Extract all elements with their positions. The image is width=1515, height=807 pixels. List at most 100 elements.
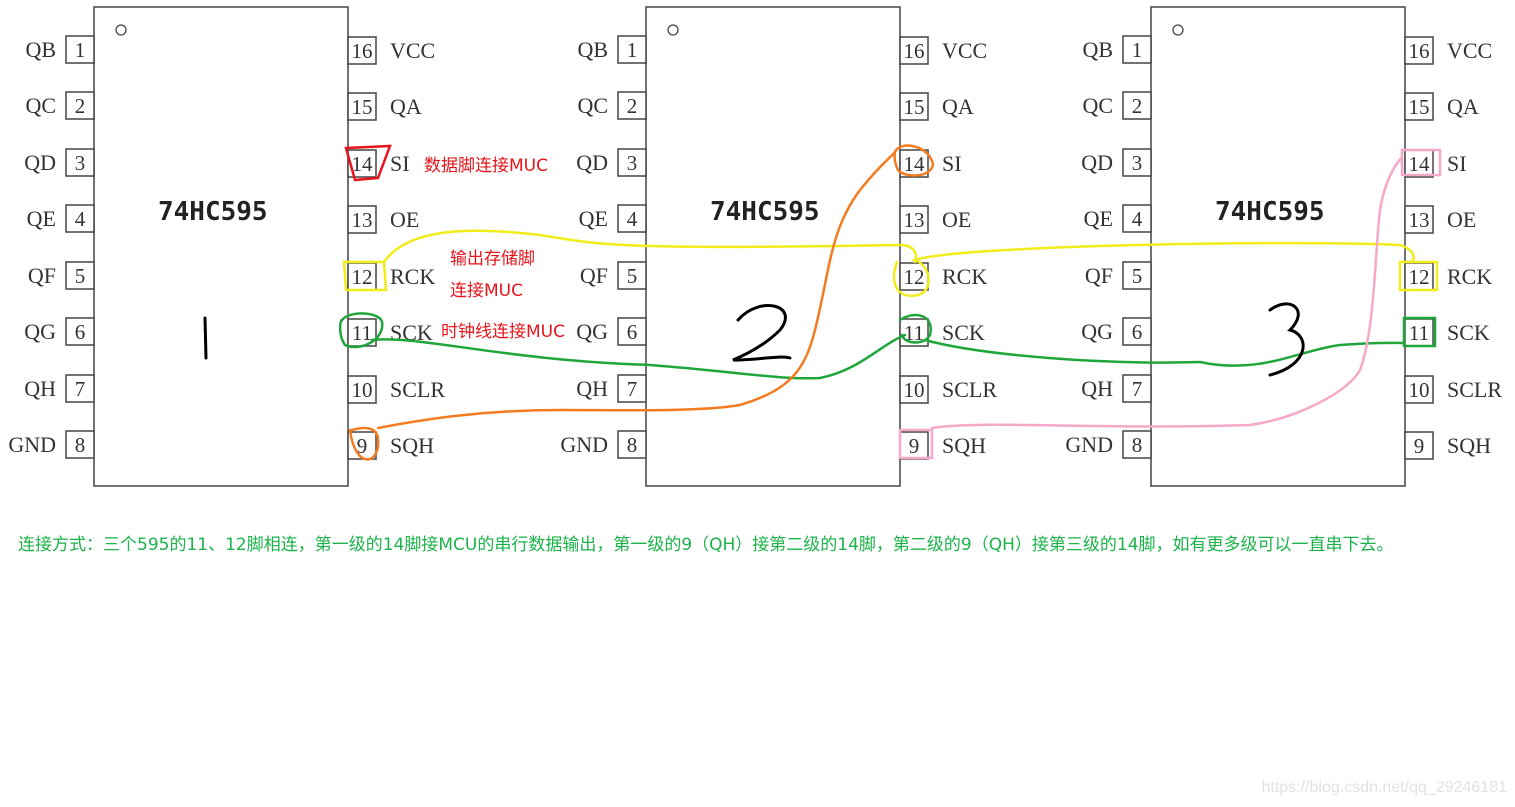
pin-box (65, 91, 95, 120)
pin-box (65, 35, 95, 64)
pin-box (1404, 205, 1434, 234)
pin-box (347, 318, 377, 347)
chip-name: 74HC595 (158, 197, 268, 227)
pin-number: 9 (1414, 434, 1425, 458)
wire-rck-box-1 (342, 260, 388, 292)
pin-box (1404, 375, 1434, 404)
pin-number: 16 (904, 39, 925, 63)
pin-label: QF (28, 263, 56, 288)
pin-label: QB (25, 37, 56, 62)
pin-number: 3 (627, 151, 638, 175)
wires (338, 144, 1442, 461)
pin-number: 12 (1409, 265, 1430, 289)
pin-box (1122, 204, 1152, 233)
pin-box (617, 35, 647, 64)
pin-label: QH (1081, 376, 1113, 401)
handwritten-2 (732, 304, 792, 362)
annotation-si: 数据脚连接MUC (424, 156, 548, 176)
pin-number: 7 (75, 377, 86, 401)
wire-data-in (344, 144, 392, 182)
pin1-marker (667, 24, 679, 36)
pin-box (65, 261, 95, 290)
pin-number: 2 (627, 94, 638, 118)
pin-box (1404, 262, 1434, 291)
pin-number: 16 (1409, 39, 1430, 63)
pin-number: 7 (1132, 377, 1143, 401)
pin-number: 5 (75, 264, 86, 288)
pin-box (65, 374, 95, 403)
annotation-rck-line1: 输出存储脚 (450, 249, 535, 269)
pin-label: QD (1081, 150, 1113, 175)
pin-box (899, 92, 929, 121)
pin-label: QH (576, 376, 608, 401)
pin-box (899, 375, 929, 404)
pin-label: QC (1082, 93, 1113, 118)
pin-box (1122, 261, 1152, 290)
pin-label: QG (1081, 319, 1113, 344)
pin-number: 9 (357, 434, 368, 458)
pin-number: 13 (352, 208, 373, 232)
pin-label: VCC (1447, 38, 1492, 63)
pin-box (1404, 92, 1434, 121)
pin1-marker (1172, 24, 1184, 36)
pin-label: QE (27, 206, 56, 231)
pin-label: GND (1065, 432, 1113, 457)
pin-label: OE (390, 207, 419, 232)
pin-label: SCLR (1447, 377, 1502, 402)
pin-number: 4 (75, 207, 86, 231)
chip-index-marks (203, 302, 1305, 377)
connection-caption: 连接方式：三个595的11、12脚相连，第一级的14脚接MCU的串行数据输出，第… (18, 535, 1394, 555)
pin-number: 8 (75, 433, 86, 457)
pin-box (1404, 36, 1434, 65)
pin-number: 15 (352, 95, 373, 119)
pin-label: SCK (1447, 320, 1490, 345)
pin-number: 14 (1409, 152, 1431, 176)
chip-name: 74HC595 (1215, 197, 1325, 227)
pin-box (347, 205, 377, 234)
pin-box (65, 204, 95, 233)
pin-number: 8 (627, 433, 638, 457)
pin-label: QD (24, 150, 56, 175)
pin-box (899, 149, 929, 178)
pin-number: 1 (75, 38, 86, 62)
pin-box (1122, 374, 1152, 403)
pin-box (617, 148, 647, 177)
pin-label: QE (1084, 206, 1113, 231)
pin-label: QE (579, 206, 608, 231)
pin-number: 6 (1132, 320, 1143, 344)
pin-number: 14 (352, 152, 374, 176)
annotation-rck-line2: 连接MUC (450, 281, 523, 301)
pin-number: 9 (909, 434, 920, 458)
pin-number: 5 (1132, 264, 1143, 288)
pin-number: 2 (1132, 94, 1143, 118)
pin-number: 7 (627, 377, 638, 401)
pin-box (1404, 149, 1434, 178)
pin-box (65, 148, 95, 177)
pin-box (347, 375, 377, 404)
pin-number: 4 (1132, 207, 1143, 231)
pin-number: 15 (904, 95, 925, 119)
pin-label: QH (24, 376, 56, 401)
pin-label: RCK (942, 264, 987, 289)
pin1-marker (115, 24, 127, 36)
pin-box (899, 36, 929, 65)
pin-label: QB (1082, 37, 1113, 62)
pin-box (617, 430, 647, 459)
pin-box (617, 317, 647, 346)
pin-number: 3 (1132, 151, 1143, 175)
pin-number: 6 (627, 320, 638, 344)
pin-box (65, 430, 95, 459)
handwritten-3 (1268, 302, 1305, 377)
pin-number: 12 (904, 265, 925, 289)
pin-number: 16 (352, 39, 373, 63)
pin-number: 10 (352, 378, 373, 402)
pin-box (617, 374, 647, 403)
pin-label: OE (1447, 207, 1476, 232)
pin-box (347, 92, 377, 121)
pin-number: 2 (75, 94, 86, 118)
wire-chain-1-2 (348, 144, 935, 461)
pin-box (347, 36, 377, 65)
pin-label: GND (560, 432, 608, 457)
pin-box (617, 91, 647, 120)
